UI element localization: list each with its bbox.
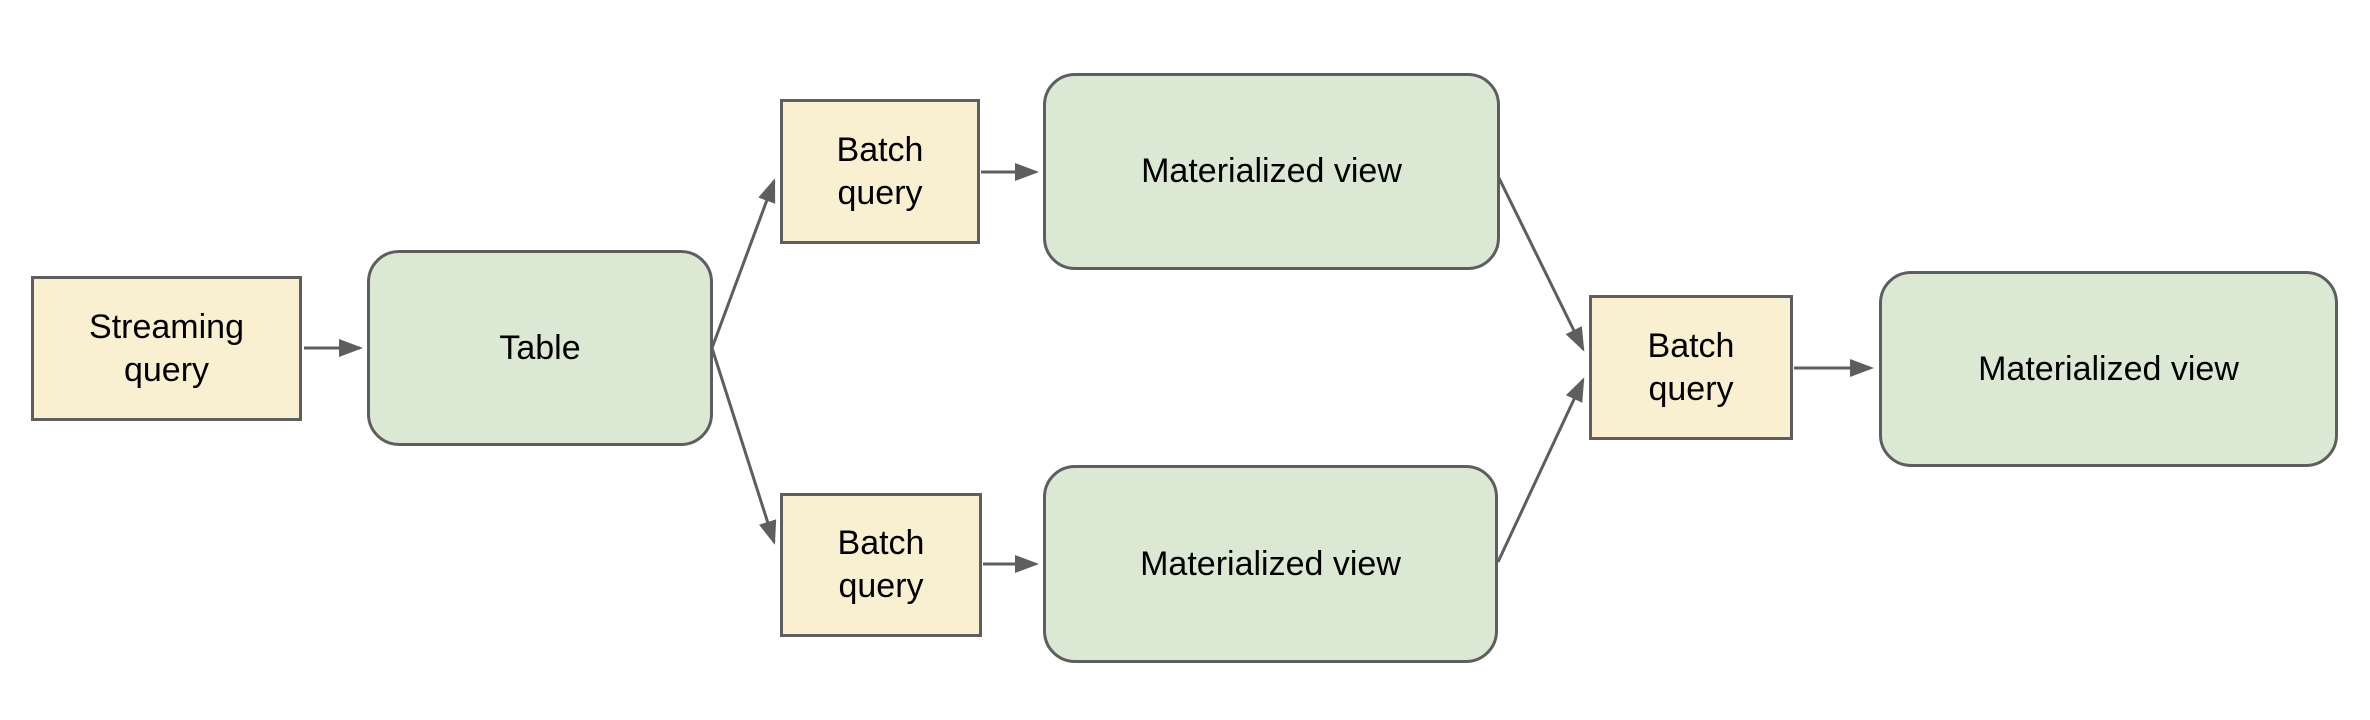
node-label: Batch query [836,130,924,212]
node-table: Table [367,250,713,446]
node-materialized-view-top: Materialized view [1043,73,1500,270]
node-batch-query-bottom: Batch query [780,493,982,637]
node-label: Materialized view [1978,349,2239,388]
node-label: Batch query [1647,326,1735,408]
node-materialized-view-final: Materialized view [1879,271,2338,467]
edge-table-to-batch-query-bottom [710,347,777,545]
edge-materialized-view-bottom-to-batch-query-final [1496,377,1585,563]
node-label: Materialized view [1141,152,1402,191]
node-label: Streaming query [89,307,244,389]
node-streaming-query: Streaming query [31,276,302,421]
node-materialized-view-bottom: Materialized view [1043,465,1498,663]
node-label: Materialized view [1140,544,1401,583]
edge-materialized-view-top-to-batch-query-final [1496,175,1585,352]
edge-table-to-batch-query-top [710,178,776,349]
node-label: Batch query [837,524,925,605]
node-batch-query-top: Batch query [780,99,980,244]
node-label: Table [499,328,581,367]
node-batch-query-final: Batch query [1589,295,1793,440]
